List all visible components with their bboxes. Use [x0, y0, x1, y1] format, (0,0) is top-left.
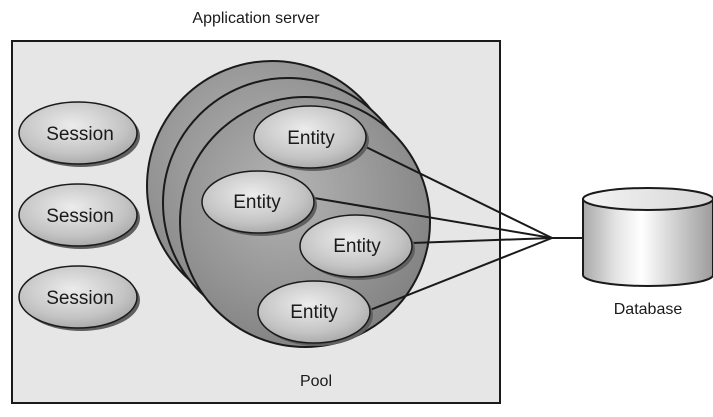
database-icon	[582, 187, 713, 287]
server-title: Application server	[192, 10, 320, 27]
entity-label: Entity	[287, 128, 335, 149]
entity-node: Entity	[201, 170, 317, 236]
connection-line	[411, 237, 553, 244]
connection-line	[365, 146, 553, 239]
database: Database	[582, 187, 713, 318]
entity-node: Entity	[257, 280, 373, 346]
session-group: Session Session Session	[18, 101, 140, 331]
database-label: Database	[614, 301, 683, 318]
entity-node: Entity	[299, 214, 415, 280]
session-node: Session	[18, 101, 140, 167]
pool-label: Pool	[300, 373, 332, 390]
session-label: Session	[46, 206, 114, 227]
session-label: Session	[46, 124, 114, 145]
entity-node: Entity	[253, 105, 369, 171]
session-label: Session	[46, 288, 114, 309]
session-node: Session	[18, 183, 140, 249]
entity-label: Entity	[233, 192, 281, 213]
connection-line	[369, 237, 553, 311]
connection-line	[313, 197, 553, 239]
session-node: Session	[18, 265, 140, 331]
entity-group: Entity Entity Entity Entity	[201, 105, 415, 346]
entity-label: Entity	[290, 302, 338, 323]
connection-lines	[313, 146, 583, 311]
entity-label: Entity	[333, 236, 381, 257]
